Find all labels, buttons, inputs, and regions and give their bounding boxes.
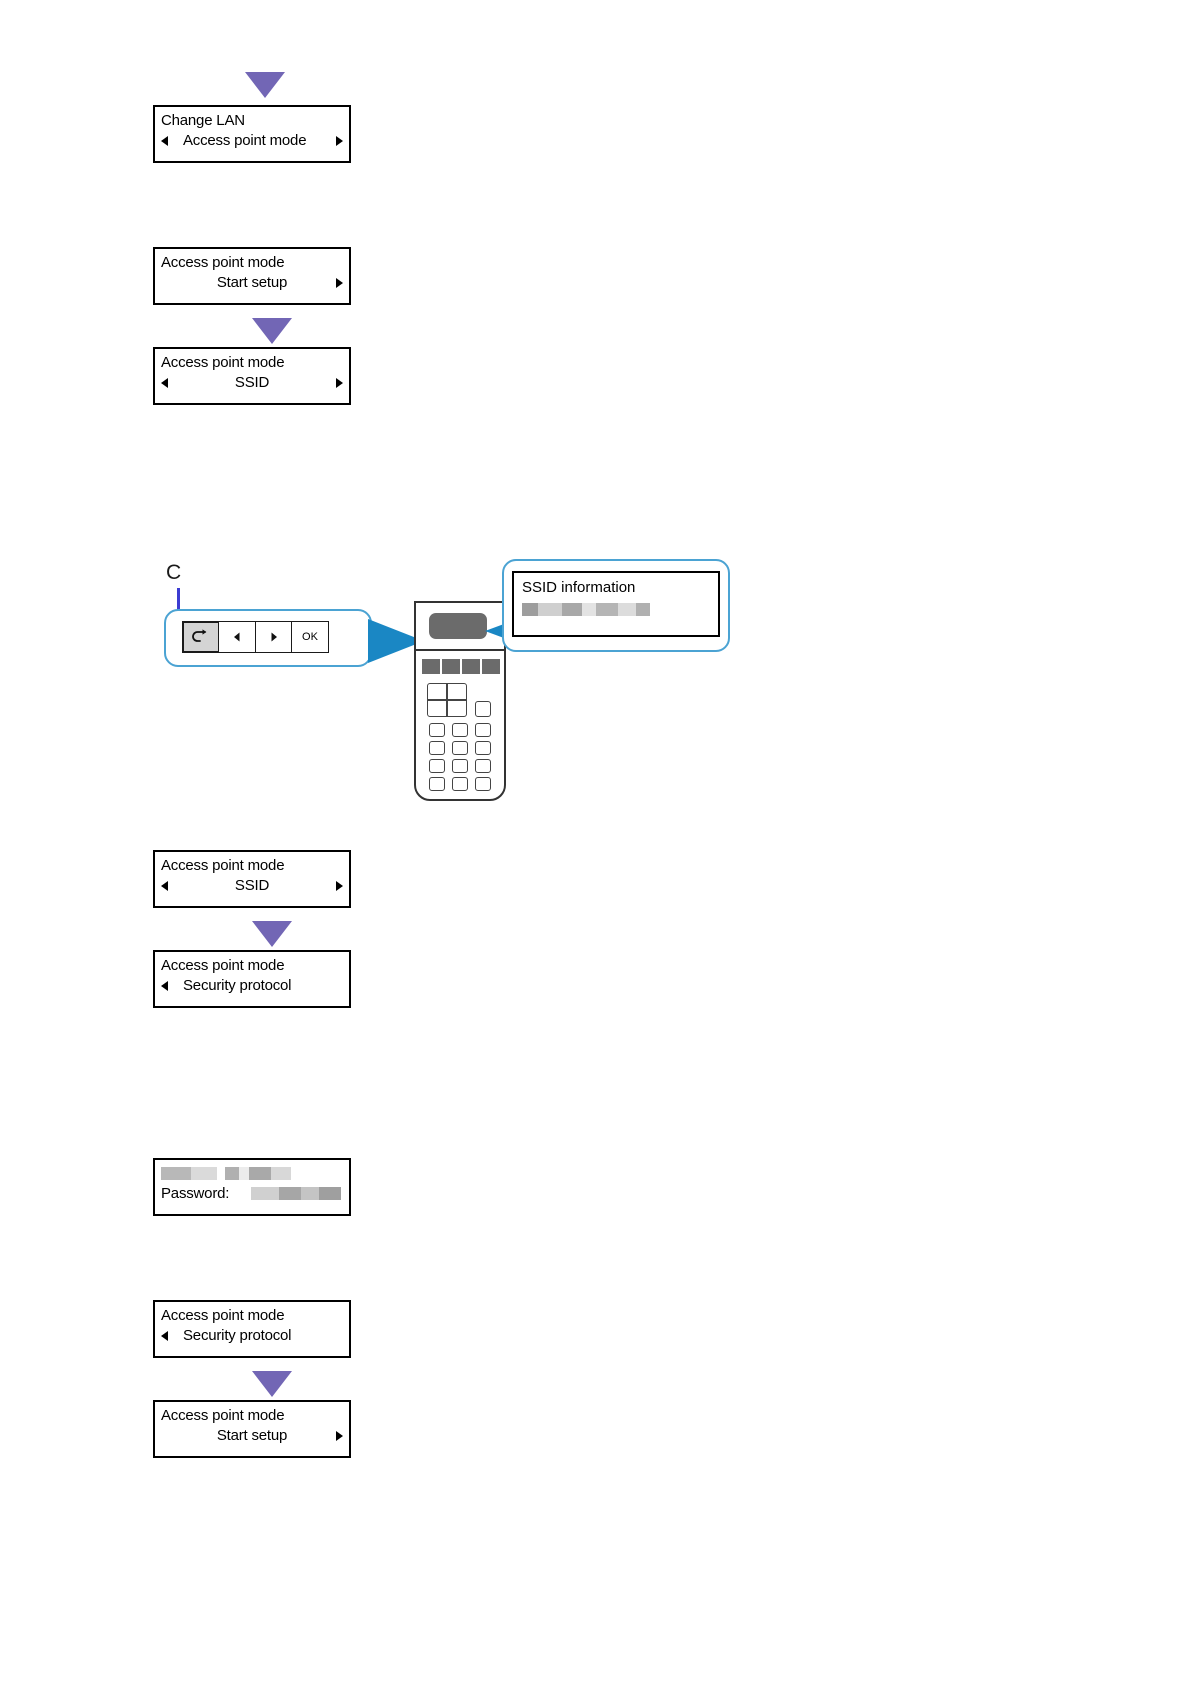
lcd-line-2-text: Security protocol — [183, 1327, 292, 1344]
keypad-button[interactable] — [475, 741, 491, 755]
lcd-screen-ap-security-protocol-1: Access point mode Security protocol — [153, 950, 351, 1008]
keypad-button[interactable] — [475, 723, 491, 737]
keypad-button[interactable] — [429, 723, 445, 737]
printer-display — [429, 613, 487, 639]
lcd-line-2: SSID — [161, 875, 343, 896]
lcd-line-1: Access point mode — [161, 1407, 285, 1424]
keypad-button[interactable] — [452, 777, 468, 791]
keypad-button[interactable] — [429, 759, 445, 773]
callout-connector-left — [368, 619, 424, 663]
keypad-button[interactable] — [475, 777, 491, 791]
left-arrow-icon — [161, 880, 168, 891]
lcd-screen-password: Password: — [153, 1158, 351, 1216]
right-arrow-icon — [336, 377, 343, 388]
lcd-screen-ap-start-setup-2: Access point mode Start setup — [153, 1400, 351, 1458]
keypad-button[interactable] — [429, 777, 445, 791]
lcd-line-1: Access point mode — [161, 254, 285, 271]
strip-key[interactable] — [462, 659, 480, 674]
left-arrow-button[interactable] — [218, 621, 256, 653]
left-arrow-icon — [161, 377, 168, 388]
lcd-line-1: Access point mode — [161, 354, 285, 371]
keypad-large-divider — [427, 699, 467, 701]
keypad-button[interactable] — [452, 759, 468, 773]
printer-button-strip — [422, 659, 500, 674]
flow-arrow-1 — [245, 72, 285, 98]
lcd-screen-change-lan: Change LAN Access point mode — [153, 105, 351, 163]
strip-key[interactable] — [482, 659, 500, 674]
ssid-value-redacted — [522, 601, 710, 619]
back-button[interactable] — [181, 621, 220, 653]
strip-key[interactable] — [422, 659, 440, 674]
flow-arrow-4 — [252, 1371, 292, 1397]
lcd-line-2-text: Start setup — [216, 274, 288, 291]
lcd-line-2-text: SSID — [234, 877, 270, 894]
ssid-callout-title: SSID information — [522, 579, 636, 596]
device-illustration: C OK — [150, 555, 730, 801]
lcd-line-2: Access point mode — [161, 130, 343, 151]
right-arrow-button[interactable] — [254, 621, 293, 653]
lcd-screen-ap-security-protocol-2: Access point mode Security protocol — [153, 1300, 351, 1358]
lcd-line-2: Start setup — [161, 1425, 343, 1446]
ssid-information-screen: SSID information — [512, 571, 720, 637]
lcd-line-1: Access point mode — [161, 957, 285, 974]
right-arrow-icon — [336, 277, 343, 288]
lcd-line-2: Security protocol — [161, 975, 343, 996]
lcd-screen-ap-start-setup-1: Access point mode Start setup — [153, 247, 351, 305]
left-arrow-icon — [161, 135, 168, 146]
ok-button[interactable]: OK — [291, 621, 329, 653]
flow-arrow-2 — [252, 318, 292, 344]
right-arrow-icon — [336, 880, 343, 891]
lcd-line-2-text: Start setup — [216, 1427, 288, 1444]
callout-label-c: C — [166, 561, 182, 584]
left-arrow-icon — [161, 980, 168, 991]
password-ssid-redacted — [161, 1166, 343, 1182]
keypad-button[interactable] — [452, 741, 468, 755]
back-arrow-icon — [191, 629, 206, 642]
lcd-line-2: Start setup — [161, 272, 343, 293]
right-arrow-icon — [336, 135, 343, 146]
left-arrow-icon — [234, 632, 240, 642]
control-panel-keys: OK — [181, 621, 329, 653]
right-arrow-icon — [271, 632, 277, 642]
password-row: Password: — [161, 1183, 343, 1205]
keypad-button[interactable] — [452, 723, 468, 737]
keypad-button[interactable] — [475, 701, 491, 717]
strip-key[interactable] — [442, 659, 460, 674]
lcd-screen-ap-ssid-1: Access point mode SSID — [153, 347, 351, 405]
lcd-line-2: Security protocol — [161, 1325, 343, 1346]
lcd-line-2-text: SSID — [234, 374, 270, 391]
flow-arrow-3 — [252, 921, 292, 947]
lcd-line-2: SSID — [161, 372, 343, 393]
right-arrow-icon — [336, 1430, 343, 1441]
keypad-button[interactable] — [429, 741, 445, 755]
pointer-line-c — [177, 588, 180, 628]
lcd-line-2-text: Security protocol — [183, 977, 292, 994]
lcd-line-1: Change LAN — [161, 112, 245, 129]
lcd-screen-ap-ssid-2: Access point mode SSID — [153, 850, 351, 908]
lcd-line-2-text: Access point mode — [183, 132, 307, 149]
left-arrow-icon — [161, 1330, 168, 1341]
lcd-line-1: Access point mode — [161, 857, 285, 874]
keypad-button[interactable] — [475, 759, 491, 773]
lcd-line-1: Access point mode — [161, 1307, 285, 1324]
password-label: Password: — [161, 1185, 230, 1202]
